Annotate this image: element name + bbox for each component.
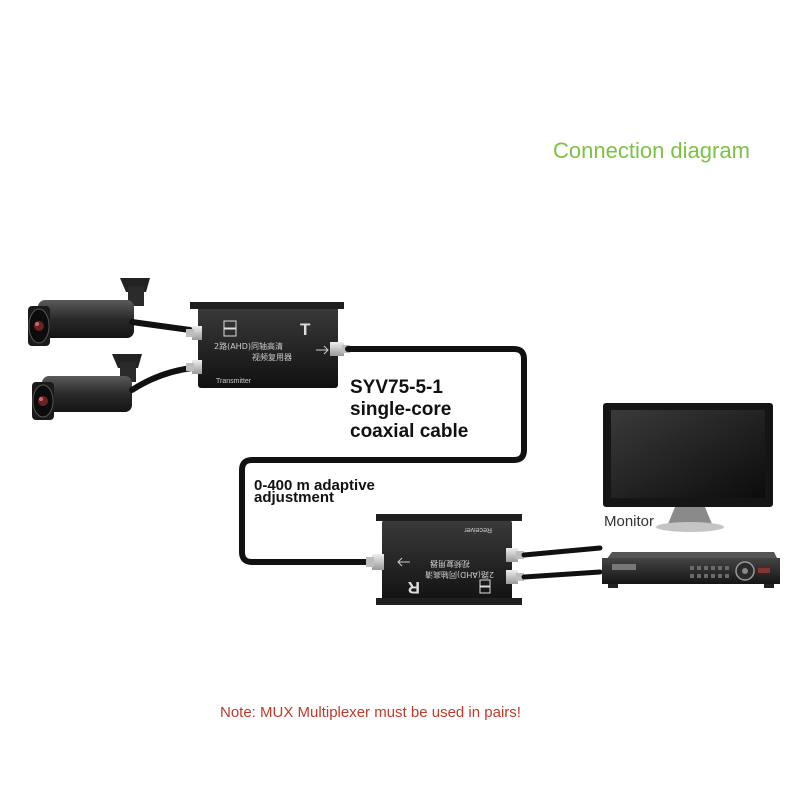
camera-1-cable: [129, 319, 193, 333]
camera-1: [28, 278, 150, 346]
cable-spec-line1: SYV75-5-1: [350, 377, 443, 398]
transmitter-chinese-line2: 视频复用器: [252, 352, 292, 362]
pairing-note: Note: MUX Multiplexer must be used in pa…: [220, 704, 521, 721]
transmitter-device: [186, 302, 350, 388]
transmitter-letter: T: [300, 320, 311, 339]
transmitter-chinese-line1: 2路(AHD)同轴高清: [214, 341, 283, 351]
receiver-device: [366, 514, 524, 605]
cable-spec-line2: single-core: [350, 399, 452, 420]
monitor-label: Monitor: [604, 513, 655, 530]
transmitter-label: Transmitter: [216, 378, 252, 385]
distance-line2: adjustment: [254, 489, 335, 506]
diagram-title: Connection diagram: [553, 138, 750, 163]
receiver-letter: R: [408, 578, 420, 597]
camera-2-cable: [129, 365, 195, 393]
cable-spec-line3: coaxial cable: [350, 421, 469, 442]
output-cable-1: [521, 545, 603, 558]
receiver-label: Receiver: [464, 526, 492, 533]
output-cable-2: [521, 569, 603, 580]
distance-line1: 0-400 m adaptive: [254, 477, 375, 494]
monitor: [603, 403, 773, 532]
receiver-chinese-line2: 视频复用器: [430, 559, 470, 569]
receiver-chinese-line1: 2路(AHD)同轴高清: [425, 570, 494, 580]
dvr-recorder: [602, 552, 780, 588]
camera-2: [32, 354, 142, 420]
coaxial-cable: [239, 346, 527, 565]
